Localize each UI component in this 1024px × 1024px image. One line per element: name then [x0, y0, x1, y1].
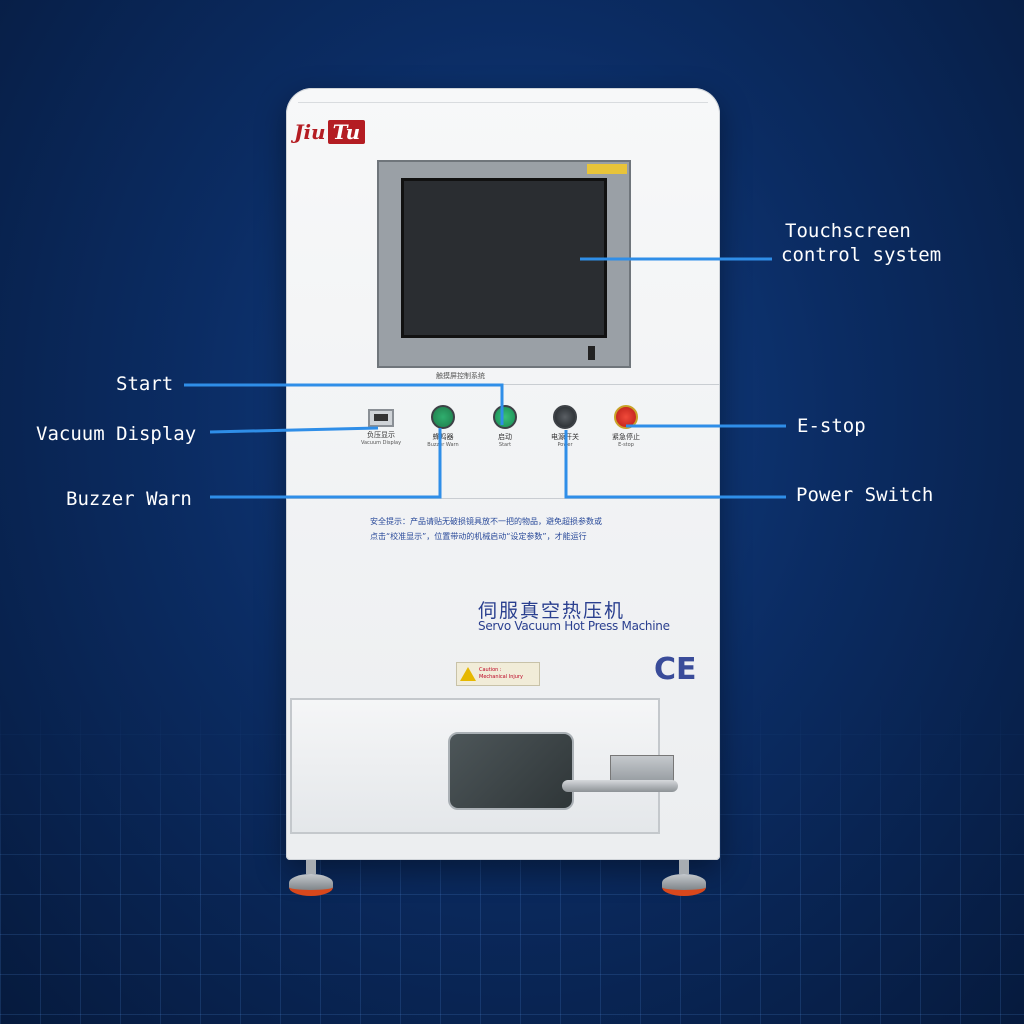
- start-button-icon[interactable]: [493, 405, 517, 429]
- caution-sticker: Caution : Mechanical Injury: [456, 662, 540, 686]
- power-switch-control[interactable]: 电源开关 Power: [540, 405, 590, 448]
- label-buzzer-warn: Buzzer Warn: [66, 488, 192, 510]
- buzzer-cn: 蜂鸣器: [432, 433, 454, 441]
- leveling-foot-right: [662, 860, 706, 902]
- label-touchscreen-line1: Touchscreen: [785, 220, 911, 242]
- drawer-handle[interactable]: [562, 780, 678, 792]
- estop-control[interactable]: 紧急停止 E-stop: [601, 405, 651, 448]
- safety-notice-line2: 点击“校准显示”，位置带动的机械启动“设定参数”，才能运行: [370, 532, 587, 541]
- screen-sticker: [587, 164, 627, 174]
- estop-button-icon[interactable]: [614, 405, 638, 429]
- caution-line2: Mechanical Injury: [479, 674, 523, 680]
- touchscreen-caption: 触摸屏控制系统: [436, 372, 485, 380]
- label-power-switch: Power Switch: [796, 484, 934, 506]
- estop-cn: 紧急停止: [612, 433, 640, 441]
- ce-mark: CE: [654, 652, 697, 687]
- touchscreen-display[interactable]: [401, 178, 607, 338]
- power-switch-icon[interactable]: [553, 405, 577, 429]
- start-en: Start: [498, 442, 512, 448]
- estop-en: E-stop: [618, 442, 634, 448]
- vacuum-gauge-icon: [368, 409, 394, 427]
- vacuum-chamber-drawer[interactable]: [290, 698, 678, 834]
- start-control[interactable]: 启动 Start: [480, 405, 530, 448]
- label-touchscreen-line2: control system: [781, 244, 942, 266]
- label-estop: E-stop: [797, 415, 866, 437]
- start-cn: 启动: [498, 433, 512, 441]
- warning-triangle-icon: [460, 667, 476, 681]
- power-switch-cn: 电源开关: [551, 433, 579, 441]
- label-start: Start: [116, 373, 174, 395]
- drawer-viewing-window: [448, 732, 574, 810]
- machine-title-en: Servo Vacuum Hot Press Machine: [478, 619, 670, 633]
- power-switch-en: Power: [557, 442, 573, 448]
- panel-seam-middle: [286, 498, 720, 499]
- safety-notice-line1: 安全提示：产品请贴无破损镜具放不一把的物品，避免超损参数或: [370, 517, 602, 526]
- brand-logo-left: Jiu: [294, 120, 326, 144]
- caution-line1: Caution :: [479, 667, 502, 673]
- vacuum-display-control: 负压显示 Vacuum Display: [356, 405, 406, 446]
- buzzer-control: 蜂鸣器 Buzzer Warn: [418, 405, 468, 448]
- machine-top-edge: [298, 92, 708, 103]
- buzzer-en: Buzzer Warn: [427, 442, 459, 448]
- vacuum-display-cn: 负压显示: [367, 431, 395, 439]
- machine-title-cn: 伺服真空热压机: [478, 600, 626, 622]
- vacuum-display-en: Vacuum Display: [360, 440, 402, 446]
- label-vacuum-display: Vacuum Display: [36, 423, 197, 445]
- leveling-foot-left: [289, 860, 333, 902]
- safety-notice: 安全提示：产品请贴无破损镜具放不一把的物品，避免超损参数或 点击“校准显示”，位…: [370, 514, 650, 544]
- touchscreen-bezel: [377, 160, 631, 368]
- usb-port-icon: [588, 346, 595, 360]
- panel-seam-upper: [286, 384, 720, 385]
- buzzer-light-icon: [431, 405, 455, 429]
- brand-logo-right: Tu: [327, 120, 366, 144]
